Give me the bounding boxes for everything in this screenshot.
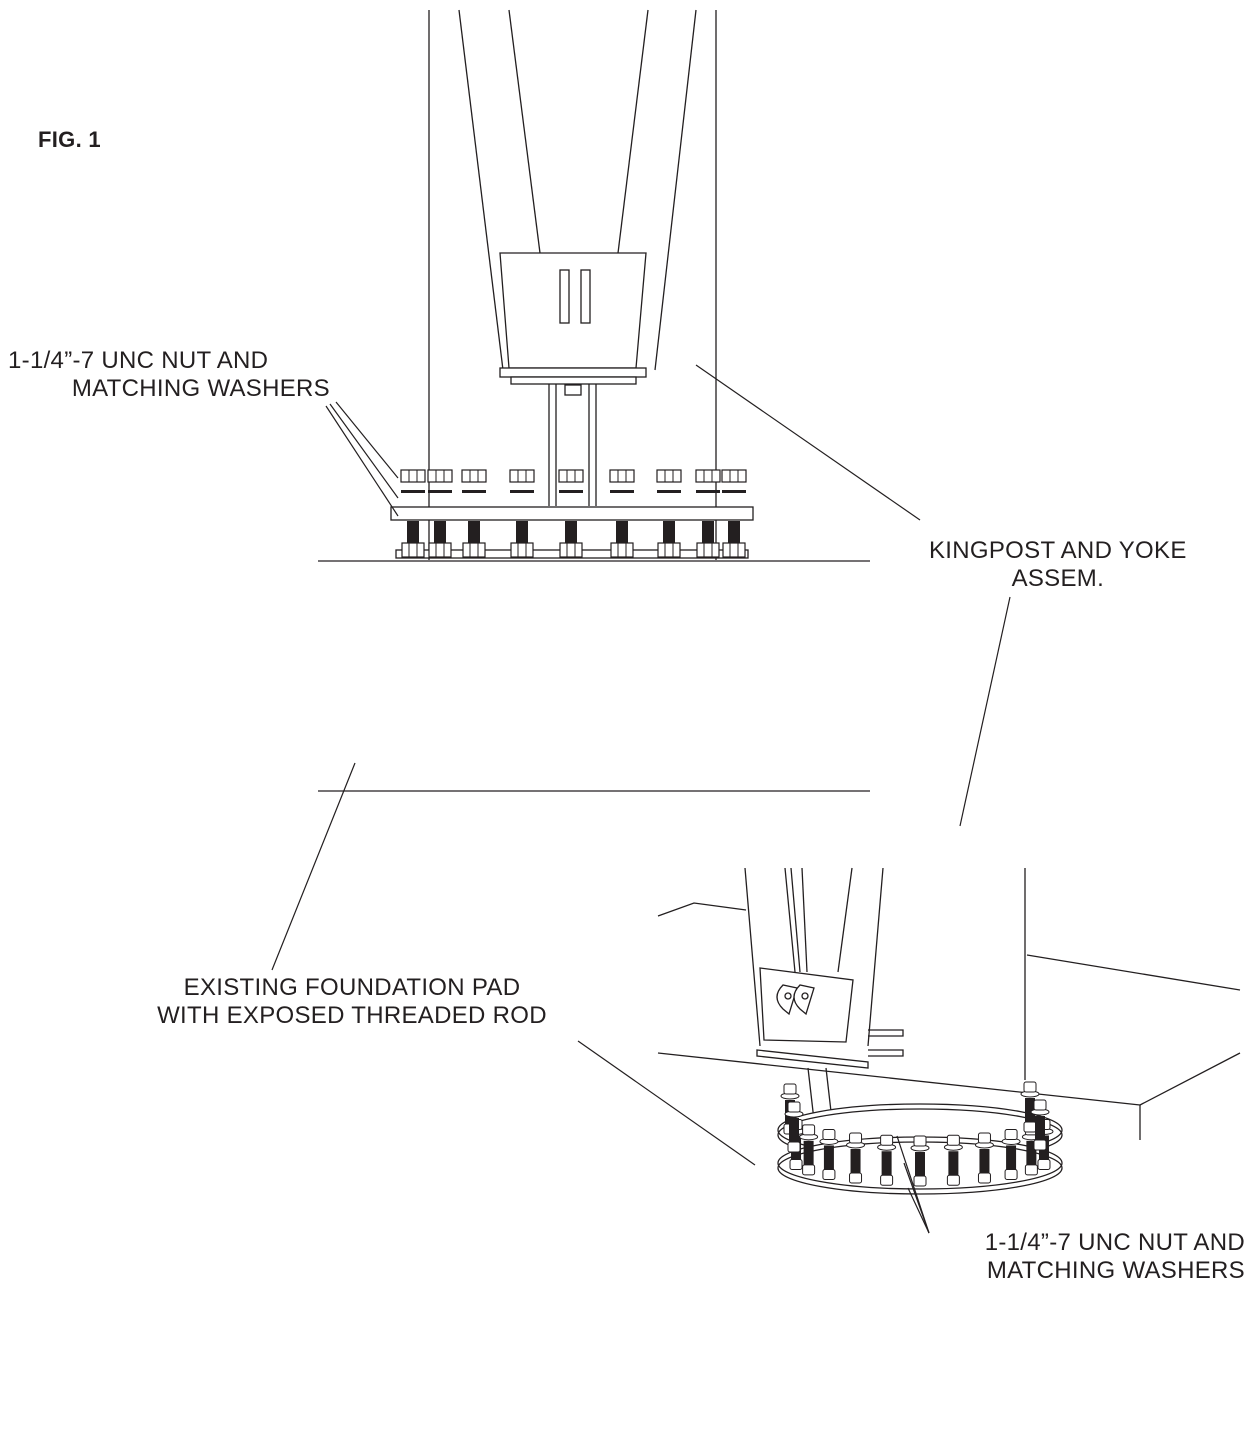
nut-icon: [1023, 1081, 1037, 1093]
callout-nut-bottom: 1-1/4”-7 UNC NUT AND MATCHING WASHERS: [915, 1229, 1245, 1285]
nut-icon: [657, 542, 681, 558]
nut-icon: [787, 1101, 801, 1113]
nut-icon: [946, 1134, 960, 1146]
nut-icon: [510, 542, 534, 558]
nut-icon: [1023, 1121, 1037, 1133]
nut-icon: [427, 469, 453, 483]
threaded-rod: [1026, 1140, 1037, 1171]
threaded-rod-group-elevation: [400, 469, 747, 558]
threaded-rod: [915, 1152, 925, 1182]
nut-icon: [787, 1141, 801, 1153]
front-elevation-view: [318, 9, 870, 792]
threaded-rod: [803, 1140, 814, 1171]
leader-lines: [271, 364, 1011, 1234]
callout-foundation: EXISTING FOUNDATION PAD WITH EXPOSED THR…: [112, 974, 592, 1030]
threaded-rod: [1025, 1098, 1035, 1128]
threaded-rod: [823, 1145, 834, 1176]
nut-icon: [783, 1083, 797, 1095]
threaded-rod: [881, 1151, 892, 1182]
nut-icon: [849, 1132, 863, 1144]
nut-icon: [509, 469, 535, 483]
threaded-rod: [789, 1118, 799, 1148]
nut-icon: [977, 1132, 991, 1144]
callout-kingpost: KINGPOST AND YOKE ASSEM.: [929, 537, 1187, 593]
washer-icon: [428, 490, 452, 493]
callout-nut-top: 1-1/4”-7 UNC NUT AND MATCHING WASHERS: [8, 347, 330, 403]
nut-icon: [609, 469, 635, 483]
nut-icon: [946, 1174, 960, 1186]
nut-icon: [880, 1134, 894, 1146]
nut-icon: [1024, 1164, 1038, 1176]
washer-icon: [696, 490, 720, 493]
callout-nut-bottom-line1: 1-1/4”-7 UNC NUT AND: [984, 1229, 1245, 1256]
nut-icon: [400, 469, 426, 483]
nut-icon: [913, 1175, 927, 1187]
nut-icon: [695, 469, 721, 483]
washer-icon: [657, 490, 681, 493]
nut-icon: [1033, 1099, 1047, 1111]
nut-icon: [461, 469, 487, 483]
washer-icon: [559, 490, 583, 493]
callout-foundation-line2: WITH EXPOSED THREADED ROD: [157, 1002, 547, 1029]
nut-icon: [1033, 1139, 1047, 1151]
threaded-rod: [979, 1149, 990, 1180]
nut-icon: [802, 1124, 816, 1136]
nut-icon: [913, 1135, 927, 1147]
threaded-rod: [948, 1151, 959, 1182]
nut-icon: [428, 542, 452, 558]
washer-icon: [462, 490, 486, 493]
nut-icon: [1004, 1128, 1018, 1140]
nut-icon: [1037, 1158, 1051, 1170]
threaded-rod-group-perspective: [780, 1081, 1054, 1187]
figure-label: FIG. 1: [38, 127, 101, 152]
nut-icon: [802, 1164, 816, 1176]
nut-icon: [822, 1128, 836, 1140]
nut-icon: [722, 542, 746, 558]
nut-icon: [558, 469, 584, 483]
threaded-rod: [1006, 1145, 1017, 1176]
washer-icon: [722, 490, 746, 493]
nut-icon: [977, 1172, 991, 1184]
nut-icon: [721, 469, 747, 483]
callout-kingpost-line1: KINGPOST AND YOKE: [929, 537, 1187, 564]
callout-nut-top-line1: 1-1/4”-7 UNC NUT AND: [8, 347, 269, 374]
nut-icon: [696, 542, 720, 558]
nut-icon: [1004, 1168, 1018, 1180]
callout-foundation-line1: EXISTING FOUNDATION PAD: [183, 974, 521, 1001]
nut-icon: [789, 1158, 803, 1170]
nut-icon: [559, 542, 583, 558]
nut-icon: [610, 542, 634, 558]
washer-icon: [510, 490, 534, 493]
callout-kingpost-line2: ASSEM.: [1011, 565, 1105, 592]
threaded-rod: [850, 1149, 861, 1180]
callout-nut-top-line2: MATCHING WASHERS: [71, 375, 330, 402]
threaded-rod: [1035, 1116, 1045, 1146]
nut-icon: [849, 1172, 863, 1184]
callout-nut-bottom-line2: MATCHING WASHERS: [986, 1257, 1245, 1284]
nut-icon: [880, 1174, 894, 1186]
nut-icon: [401, 542, 425, 558]
nut-icon: [822, 1168, 836, 1180]
washer-icon: [610, 490, 634, 493]
washer-icon: [401, 490, 425, 493]
nut-icon: [462, 542, 486, 558]
nut-icon: [656, 469, 682, 483]
